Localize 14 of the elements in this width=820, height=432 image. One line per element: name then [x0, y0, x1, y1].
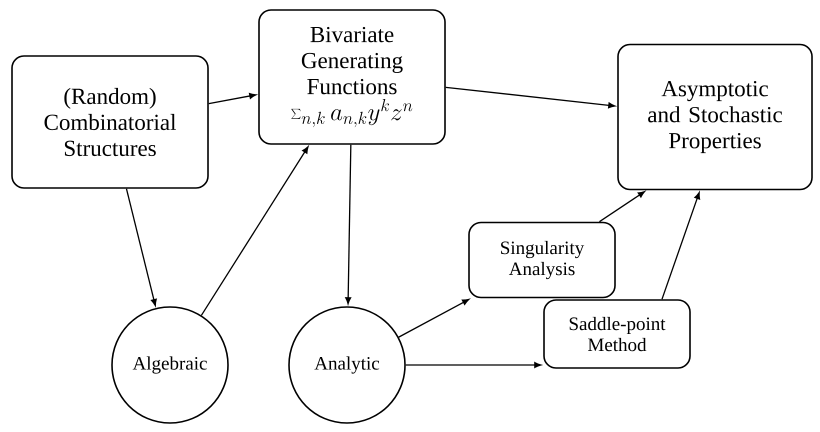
process-box: Asymptotic and Stochastic Properties [617, 44, 813, 190]
arrow [200, 146, 309, 316]
arrow [345, 144, 352, 304]
arrow [398, 298, 470, 338]
arrow [208, 92, 256, 104]
process-box: (Random) Combinatorial Structures [11, 55, 209, 189]
arrow [599, 191, 646, 222]
arrow [661, 192, 700, 300]
process-box: Bivariate Generating Functions $\sum_{n,k} a_{n,k} y^k z^n$ [258, 9, 446, 145]
process-box: Singularity Analysis [468, 222, 616, 298]
process-box: Saddle-point Method [543, 299, 691, 369]
arrow [406, 362, 542, 368]
arrow [446, 86, 616, 108]
arrow [126, 188, 157, 306]
